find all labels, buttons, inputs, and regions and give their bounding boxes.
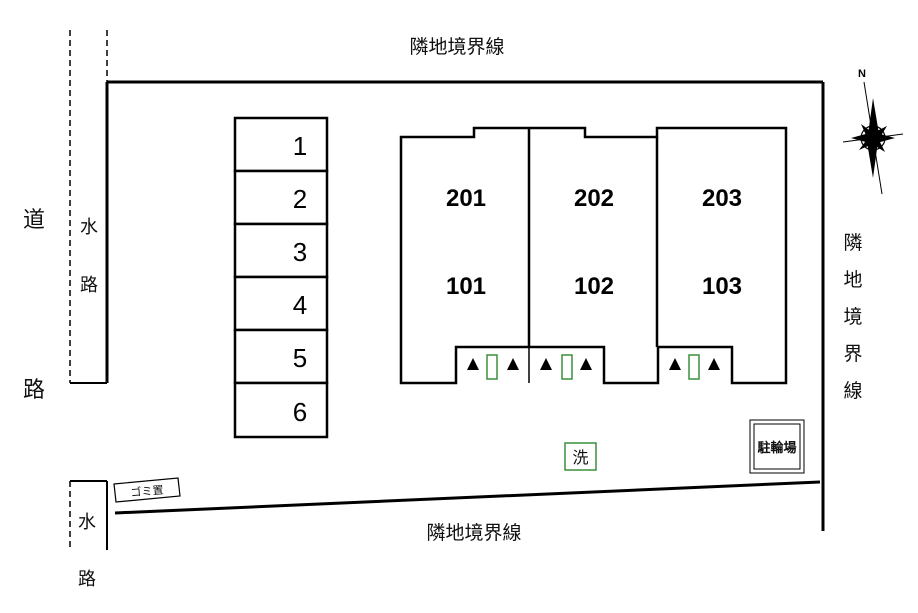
unit-101-label: 101 — [446, 273, 486, 300]
unit-numbers: 201 101 202 102 203 103 — [446, 185, 742, 300]
right-boundary-char-5: 線 — [843, 380, 862, 402]
waterway-upper-char-2: 路 — [80, 275, 98, 296]
right-boundary-label: 隣 地 境 界 線 — [843, 232, 862, 402]
parking-number-2: 2 — [293, 184, 307, 214]
parking-number-1: 1 — [293, 131, 307, 161]
entrance-triangle-icon — [507, 358, 519, 370]
parking-number-4: 4 — [293, 290, 307, 320]
unit-103-label: 103 — [702, 273, 742, 300]
compass-icon — [842, 81, 904, 195]
parking-space-6 — [233, 381, 329, 439]
right-boundary-char-1: 隣 — [843, 232, 862, 254]
entrance-triangle-icon — [669, 358, 681, 370]
bicycle-parking: 駐輪場 — [749, 419, 805, 474]
compass-needle-ne — [871, 126, 887, 142]
compass-north-label: N — [858, 68, 866, 80]
waterway-upper-char-1: 水 — [80, 217, 98, 238]
bottom-boundary-label: 隣地境界線 — [426, 522, 521, 544]
entrance-triangle-icon — [708, 358, 720, 370]
top-boundary-label: 隣地境界線 — [409, 36, 504, 58]
unit-203-label: 203 — [702, 185, 742, 212]
parking-area — [233, 116, 329, 439]
parking-numbers: 1 2 3 4 5 6 — [293, 131, 307, 427]
property-boundary — [105, 80, 825, 531]
parking-number-3: 3 — [293, 237, 307, 267]
unit-201-label: 201 — [446, 185, 486, 212]
waterway-lower-char-1: 水 — [78, 512, 96, 533]
bicycle-parking-label: 駐輪場 — [757, 440, 796, 456]
road-char-1: 道 — [23, 208, 45, 233]
washer-box — [564, 442, 597, 471]
meter-box-icon — [561, 354, 573, 380]
garbage-station-label: ゴミ置 — [130, 483, 164, 500]
washer: 洗 — [564, 442, 597, 471]
parking-number-6: 6 — [293, 397, 307, 427]
right-boundary-char-4: 界 — [843, 343, 862, 365]
right-boundary-char-3: 境 — [843, 306, 862, 328]
garbage-station-box — [113, 477, 181, 503]
entrance-triangle-icon — [467, 358, 479, 370]
waterway-upper: 水 路 — [69, 30, 108, 384]
parking-space-5 — [233, 328, 329, 385]
washer-label: 洗 — [572, 448, 588, 467]
entrance-markers — [467, 354, 720, 380]
garbage-station: ゴミ置 — [113, 477, 181, 503]
building-outline — [399, 126, 788, 385]
meter-box-icon — [486, 354, 498, 380]
right-boundary-char-2: 地 — [843, 269, 862, 291]
parking-space-1 — [233, 116, 329, 173]
parking-space-4 — [233, 275, 329, 332]
unit-102-label: 102 — [574, 273, 614, 300]
entrance-triangle-icon — [580, 358, 592, 370]
parking-space-2 — [233, 169, 329, 226]
entrance-triangle-icon — [540, 358, 552, 370]
parking-space-3 — [233, 222, 329, 279]
meter-box-icon — [688, 354, 700, 380]
unit-202-label: 202 — [574, 185, 614, 212]
waterway-lower-char-2: 路 — [78, 569, 96, 590]
compass-ring — [860, 125, 886, 151]
parking-number-5: 5 — [293, 343, 307, 373]
building — [399, 126, 788, 385]
bottom-boundary-line — [114, 480, 821, 515]
waterway-lower: 水 路 — [69, 480, 108, 590]
bicycle-parking-inner — [753, 423, 801, 470]
road-char-2: 路 — [23, 378, 45, 403]
